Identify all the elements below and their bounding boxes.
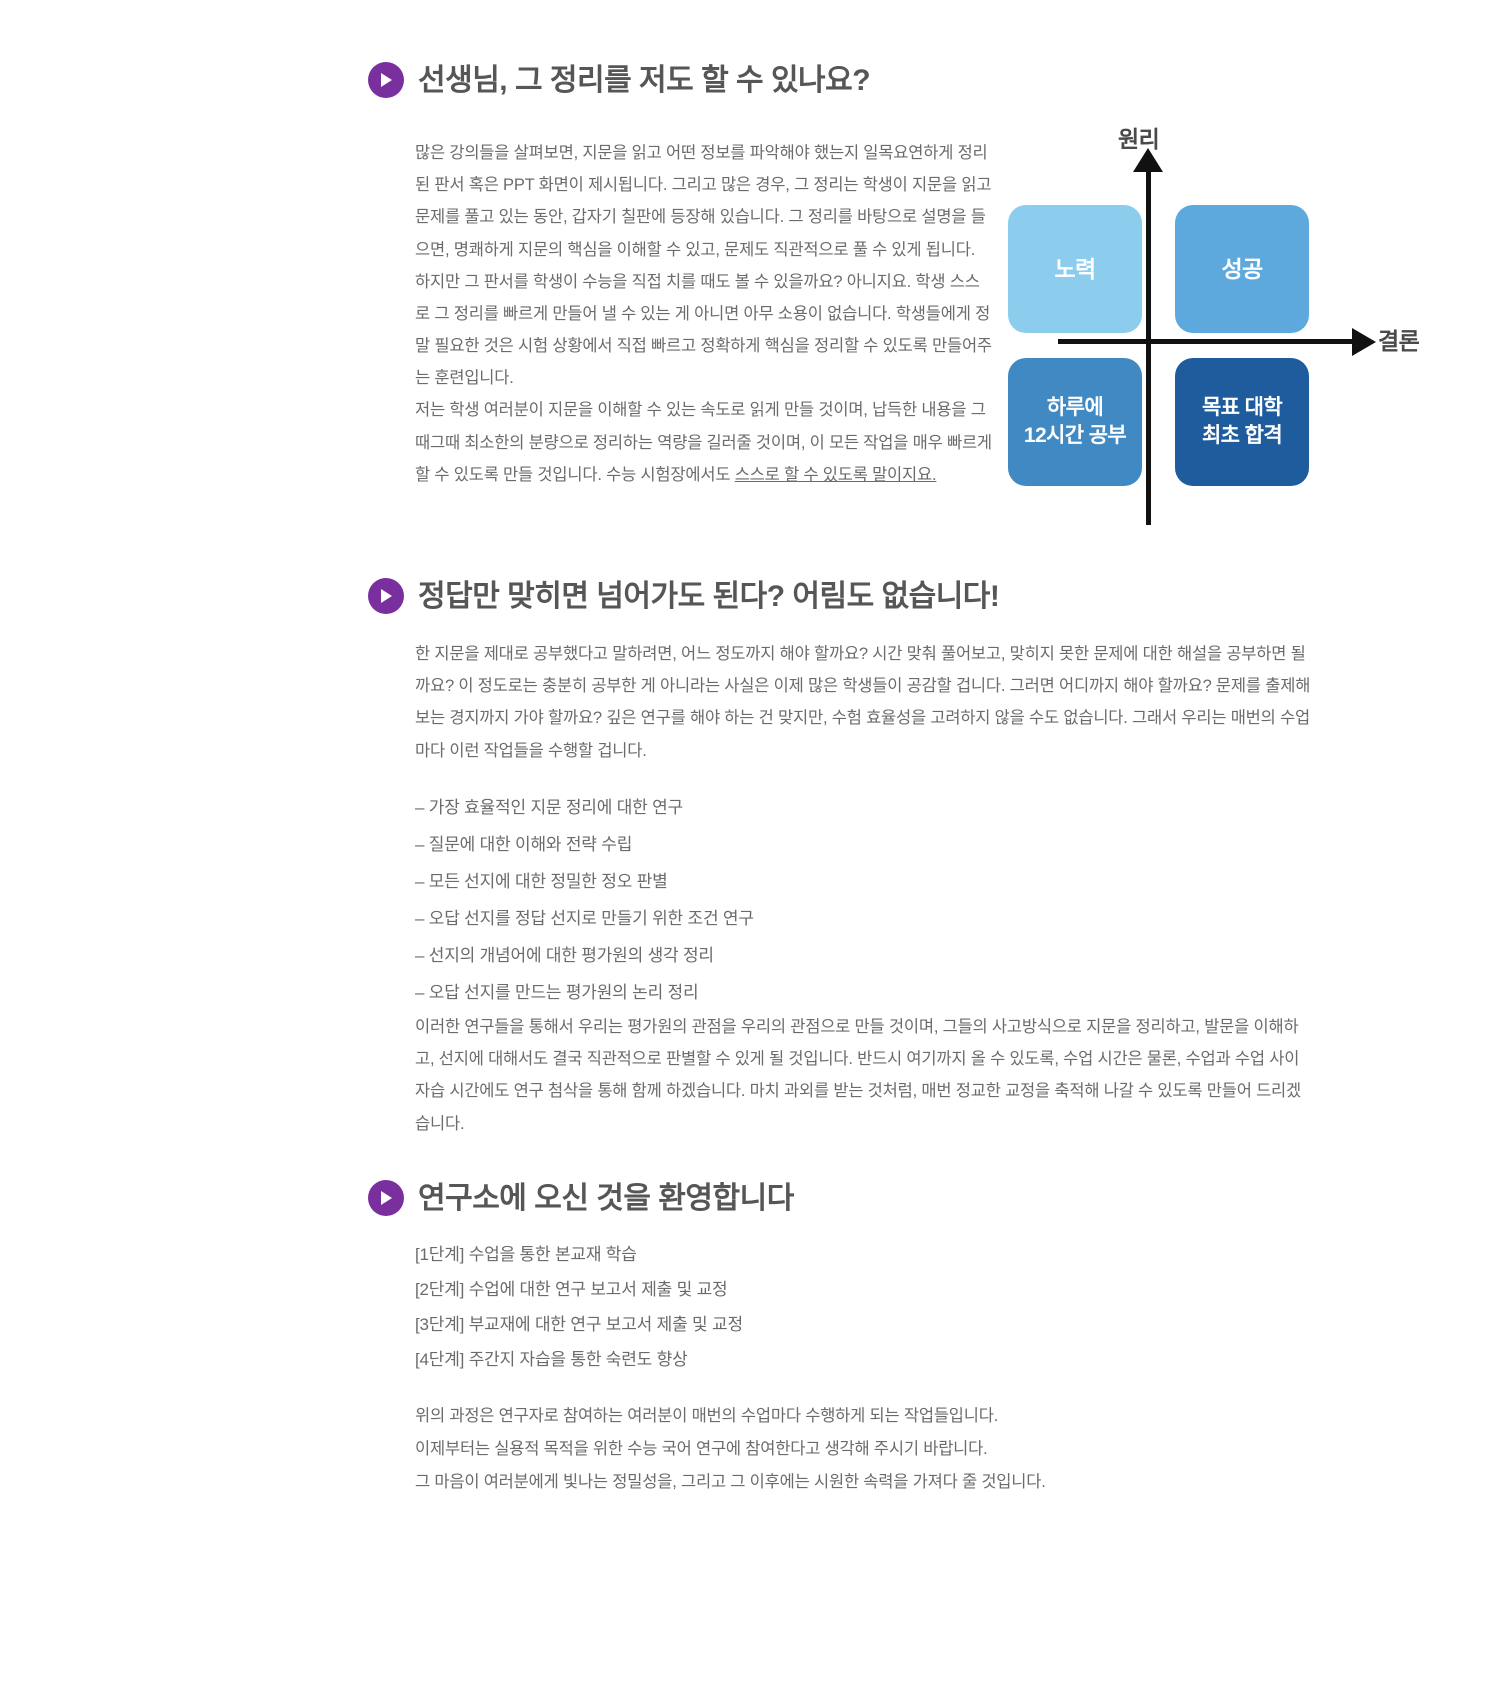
axis-label-horizontal: 결론 (1378, 328, 1420, 354)
list-item: – 오답 선지를 정답 선지로 만들기 위한 조건 연구 (415, 909, 754, 929)
axis-line-horizontal (1058, 339, 1358, 344)
list-item: – 가장 효율적인 지문 정리에 대한 연구 (415, 798, 683, 817)
quadrant-box-top-left: 노력 (1008, 205, 1142, 333)
section-2-outro: 이러한 연구들을 통해서 우리는 평가원의 관점을 우리의 관점으로 만들 것이… (415, 1011, 1312, 1140)
section-2-intro: 한 지문을 제대로 공부했다고 말하려면, 어느 정도까지 해야 할까요? 시간… (415, 638, 1312, 767)
section-3-title: 연구소에 오신 것을 환영합니다 (418, 1181, 794, 1215)
quadrant-box-top-right: 성공 (1175, 205, 1309, 333)
list-item: – 선지의 개념어에 대한 평가원의 생각 정리 (415, 946, 714, 966)
section-2-title: 정답만 맞히면 넘어가도 된다? 어림도 없습니다! (418, 579, 1000, 613)
quadrant-box-bottom-right-line2: 최초 합격 (1201, 424, 1283, 447)
play-circle-icon (368, 62, 404, 98)
list-item: [1단계] 수업을 통한 본교재 학습 (415, 1245, 637, 1264)
section-3-closing-list: 위의 과정은 연구자로 참여하는 여러분이 매번의 수업마다 수행하게 되는 작… (415, 1400, 1046, 1499)
quadrant-box-bottom-left-line1: 하루에 (1046, 396, 1104, 420)
list-item: [2단계] 수업에 대한 연구 보고서 제출 및 교정 (415, 1279, 728, 1299)
section-2-outro-text: 이러한 연구들을 통해서 우리는 평가원의 관점을 우리의 관점으로 만들 것이… (415, 1018, 1302, 1133)
list-item: [4단계] 주간지 자습을 통한 숙련도 향상 (415, 1349, 688, 1369)
section-3-heading: 연구소에 오신 것을 환영합니다 (368, 1180, 794, 1216)
section-1-title: 선생님, 그 정리를 저도 할 수 있나요? (418, 63, 871, 97)
list-item: – 모든 선지에 대한 정밀한 정오 판별 (415, 872, 668, 892)
section-1-paragraph-2: 하지만 그 판서를 학생이 수능을 직접 치를 때도 볼 수 있을까요? 아니지… (415, 272, 992, 388)
quadrant-box-bottom-left: 하루에 12시간 공부 (1008, 358, 1142, 486)
quadrant-box-bottom-left-line2: 12시간 공부 (1023, 424, 1127, 447)
list-item: 이제부터는 실용적 목적을 위한 수능 국어 연구에 참여한다고 생각해 주시기… (415, 1440, 988, 1458)
axis-arrow-right-icon (1352, 328, 1376, 356)
section-1-paragraph-3: 저는 학생 여러분이 지문을 이해할 수 있는 속도로 읽게 만들 것이며, 납… (415, 394, 993, 491)
section-1-body: 많은 강의들을 살펴보면, 지문을 읽고 어떤 정보를 파악해야 했는지 일목요… (415, 137, 993, 491)
axis-line-vertical (1146, 168, 1151, 525)
section-2-heading: 정답만 맞히면 넘어가도 된다? 어림도 없습니다! (368, 578, 1000, 614)
section-1-paragraph-1: 많은 강의들을 살펴보면, 지문을 읽고 어떤 정보를 파악해야 했는지 일목요… (415, 144, 992, 259)
section-2-bullet-list: – 가장 효율적인 지문 정리에 대한 연구 – 질문에 대한 이해와 전략 수… (415, 789, 754, 1011)
quadrant-box-bottom-right-line1: 목표 대학 (1201, 396, 1283, 420)
play-circle-icon (368, 1180, 404, 1216)
section-1-heading: 선생님, 그 정리를 저도 할 수 있나요? (368, 62, 871, 98)
list-item: – 질문에 대한 이해와 전략 수립 (415, 835, 633, 855)
section-1-paragraph-3-main: 저는 학생 여러분이 지문을 이해할 수 있는 속도로 읽게 만들 것이며, 납… (415, 401, 992, 484)
list-item: – 오답 선지를 만드는 평가원의 논리 정리 (415, 983, 699, 1003)
axis-label-vertical: 원리 (1118, 126, 1160, 152)
list-item: 그 마음이 여러분에게 빛나는 정밀성을, 그리고 그 이후에는 시원한 속력을… (415, 1473, 1046, 1491)
quadrant-box-top-left-label: 노력 (1054, 255, 1096, 282)
section-3-stage-list: [1단계] 수업을 통한 본교재 학습 [2단계] 수업에 대한 연구 보고서 … (415, 1238, 743, 1377)
quadrant-box-top-right-label: 성공 (1221, 255, 1263, 282)
section-1-paragraph-3-underlined: 스스로 할 수 있도록 말이지요. (734, 465, 937, 484)
list-item: 위의 과정은 연구자로 참여하는 여러분이 매번의 수업마다 수행하게 되는 작… (415, 1407, 999, 1425)
section-2-intro-text: 한 지문을 제대로 공부했다고 말하려면, 어느 정도까지 해야 할까요? 시간… (415, 645, 1311, 760)
play-circle-icon (368, 578, 404, 614)
list-item: [3단계] 부교재에 대한 연구 보고서 제출 및 교정 (415, 1314, 743, 1334)
